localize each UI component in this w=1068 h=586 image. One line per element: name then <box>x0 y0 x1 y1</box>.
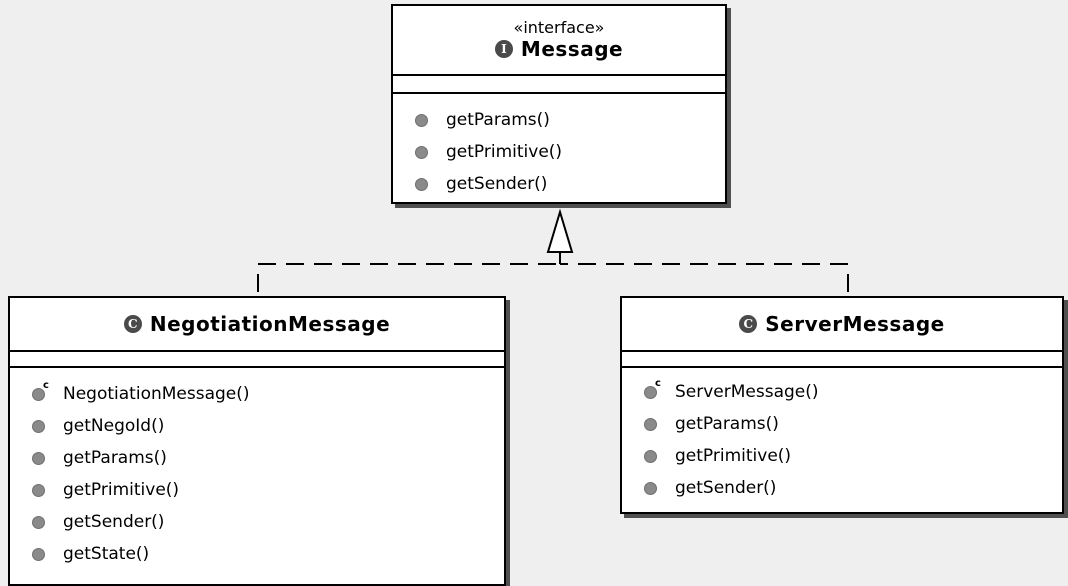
interface-methods-compartment: getParams() getPrimitive() getSender() <box>393 94 725 200</box>
constructor-marker: c <box>655 377 661 389</box>
interface-stereotype: «interface» <box>513 17 605 37</box>
interface-header: «interface» I Message <box>393 6 725 76</box>
class-header: C NegotiationMessage <box>10 298 504 352</box>
method-item[interactable]: getParams() <box>10 442 504 474</box>
constructor-item[interactable]: c NegotiationMessage() <box>10 378 504 410</box>
method-label: getSender() <box>63 512 165 532</box>
method-item[interactable]: getParams() <box>622 408 1062 440</box>
class-name: ServerMessage <box>765 312 945 336</box>
class-name: NegotiationMessage <box>149 312 391 336</box>
class-header: C ServerMessage <box>622 298 1062 352</box>
public-method-icon <box>32 515 45 529</box>
class-attributes-compartment <box>622 352 1062 368</box>
method-item[interactable]: getPrimitive() <box>10 474 504 506</box>
public-method-icon <box>644 481 657 495</box>
method-label: NegotiationMessage() <box>63 384 250 404</box>
class-icon: C <box>739 315 758 333</box>
method-item[interactable]: getSender() <box>393 168 725 200</box>
class-methods-compartment: c NegotiationMessage() getNegoId() getPa… <box>10 368 504 570</box>
public-method-icon <box>32 451 45 465</box>
interface-name: Message <box>520 36 624 61</box>
class-methods-compartment: c ServerMessage() getParams() getPrimiti… <box>622 368 1062 504</box>
method-label: getParams() <box>675 414 779 434</box>
public-method-icon <box>644 449 657 463</box>
constructor-item[interactable]: c ServerMessage() <box>622 376 1062 408</box>
public-method-icon <box>415 177 428 191</box>
public-method-icon <box>32 483 45 497</box>
public-method-icon <box>644 417 657 431</box>
constructor-icon: c <box>644 378 661 399</box>
method-item[interactable]: getSender() <box>622 472 1062 504</box>
realization-line-server <box>560 263 849 292</box>
method-item[interactable]: getSender() <box>10 506 504 538</box>
class-icon: C <box>123 315 142 333</box>
public-method-icon <box>415 113 428 127</box>
method-label: getState() <box>63 544 150 564</box>
realization-line-negotiation <box>257 263 560 292</box>
public-method-icon <box>415 145 428 159</box>
method-label: getNegoId() <box>63 416 165 436</box>
constructor-marker: c <box>43 379 49 391</box>
method-label: getSender() <box>446 174 548 194</box>
realization-arrowhead <box>546 208 574 253</box>
class-negotiationmessage-box[interactable]: C NegotiationMessage c NegotiationMessag… <box>8 296 506 586</box>
class-attributes-compartment <box>10 352 504 368</box>
method-item[interactable]: getState() <box>10 538 504 570</box>
interface-icon: I <box>494 39 513 58</box>
constructor-icon: c <box>32 380 49 401</box>
method-label: getPrimitive() <box>675 446 792 466</box>
interface-attributes-compartment <box>393 76 725 94</box>
public-method-icon <box>32 547 45 561</box>
method-item[interactable]: getParams() <box>393 104 725 136</box>
class-servermessage-box[interactable]: C ServerMessage c ServerMessage() getPar… <box>620 296 1064 514</box>
public-method-icon <box>32 419 45 433</box>
method-label: ServerMessage() <box>675 382 819 402</box>
method-item[interactable]: getNegoId() <box>10 410 504 442</box>
method-label: getSender() <box>675 478 777 498</box>
method-label: getParams() <box>63 448 167 468</box>
method-label: getParams() <box>446 110 550 130</box>
method-label: getPrimitive() <box>63 480 180 500</box>
method-item[interactable]: getPrimitive() <box>393 136 725 168</box>
interface-message-box[interactable]: «interface» I Message getParams() getPri… <box>391 4 727 204</box>
method-item[interactable]: getPrimitive() <box>622 440 1062 472</box>
method-label: getPrimitive() <box>446 142 563 162</box>
